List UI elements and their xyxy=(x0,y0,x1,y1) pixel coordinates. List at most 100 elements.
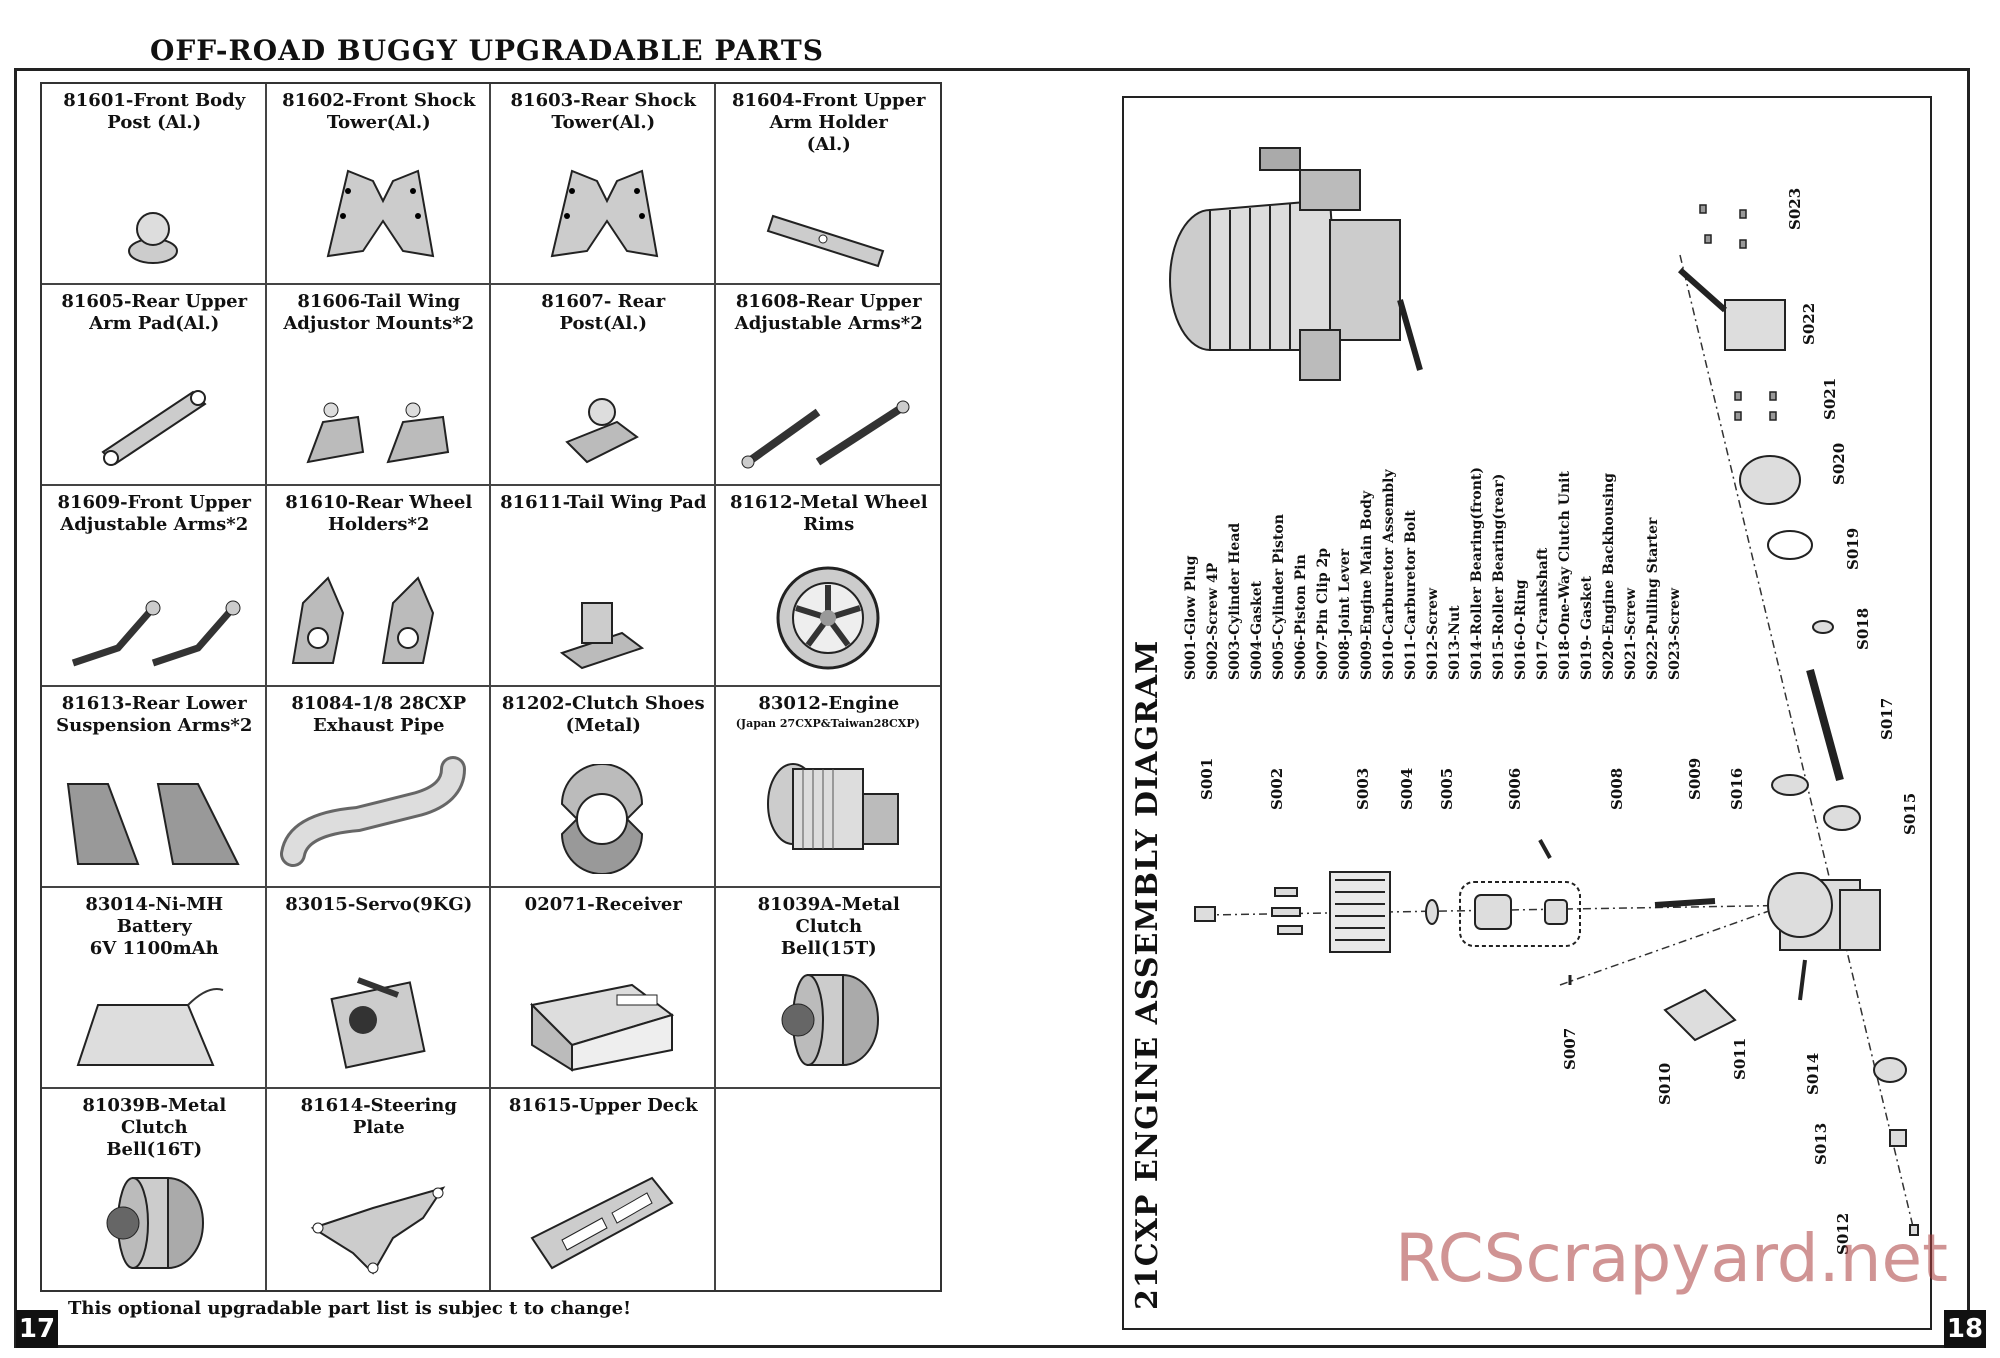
callout-label: S004 xyxy=(1398,768,1416,810)
part-label: 81607- Rear Post(Al.) xyxy=(541,291,666,334)
callout-label: S017 xyxy=(1878,698,1896,740)
legend-item: S003-Cylinder Head xyxy=(1227,522,1243,680)
callout-label: S006 xyxy=(1506,768,1524,810)
part-cell: 81605-Rear Upper Arm Pad(Al.) xyxy=(42,285,267,486)
legend-item: S011-Carburetor Bolt xyxy=(1403,510,1419,680)
legend-item: S019- Gasket xyxy=(1579,575,1595,680)
part-label: 81614-Steering Plate xyxy=(300,1095,457,1138)
page-frame xyxy=(14,68,1970,1348)
part-label: 02071-Receiver xyxy=(524,894,682,915)
part-cell: 81039B-Metal Clutch Bell(16T) xyxy=(42,1089,267,1290)
callout-label: S019 xyxy=(1844,528,1862,570)
callout-label: S011 xyxy=(1731,1038,1749,1080)
callout-label: S014 xyxy=(1804,1053,1822,1095)
part-cell: 81602-Front Shock Tower(Al.) xyxy=(266,84,491,285)
legend-item: S006-Piston Pin xyxy=(1293,554,1309,680)
callout-label: S020 xyxy=(1830,443,1848,485)
callout-label: S008 xyxy=(1608,768,1626,810)
callout-label: S013 xyxy=(1812,1123,1830,1165)
part-label: 81601-Front Body Post (Al.) xyxy=(63,90,246,133)
callout-label: S010 xyxy=(1656,1063,1674,1105)
part-cell: 83015-Servo(9KG) xyxy=(266,888,491,1089)
part-cell: 81612-Metal Wheel Rims xyxy=(715,486,940,687)
part-cell: 81606-Tail Wing Adjustor Mounts*2 xyxy=(266,285,491,486)
part-label: 83012-Engine xyxy=(758,693,900,714)
callout-label: S012 xyxy=(1834,1213,1852,1255)
footnote: This optional upgradable part list is su… xyxy=(68,1298,631,1319)
legend-item: S020-Engine Backhousing xyxy=(1601,472,1617,680)
callout-label: S023 xyxy=(1786,188,1804,230)
diagram-frame xyxy=(1122,96,1932,1330)
part-cell: 81608-Rear Upper Adjustable Arms*2 xyxy=(715,285,940,486)
legend-item: S017-Crankshaft xyxy=(1535,547,1551,680)
part-cell: 81603-Rear Shock Tower(Al.) xyxy=(491,84,716,285)
part-cell: 81615-Upper Deck xyxy=(491,1089,716,1290)
legend-item: S001-Glow Plug xyxy=(1183,555,1199,681)
legend-item: S018-One-Way Clutch Unit xyxy=(1557,471,1573,680)
callout-label: S021 xyxy=(1821,378,1839,420)
part-label: 81615-Upper Deck xyxy=(508,1095,698,1116)
legend-item: S009-Engine Main Body xyxy=(1359,490,1375,680)
legend-item: S004-Gasket xyxy=(1249,580,1265,680)
part-cell: 81202-Clutch Shoes (Metal) xyxy=(491,687,716,888)
callout-label: S007 xyxy=(1561,1028,1579,1070)
legend-list: S001-Glow Plug S002-Screw 4P S003-Cylinder… xyxy=(1180,410,1686,680)
legend-item: S022-Pulling Starter xyxy=(1645,517,1661,680)
part-label: 81611-Tail Wing Pad xyxy=(500,492,707,513)
legend-item: S015-Roller Bearing(rear) xyxy=(1491,473,1507,680)
part-label: 81613-Rear Lower Suspension Arms*2 xyxy=(56,693,253,736)
part-label: 81612-Metal Wheel Rims xyxy=(729,492,928,535)
part-cell: 81604-Front Upper Arm Holder (Al.) xyxy=(715,84,940,285)
part-label: 81604-Front Upper Arm Holder (Al.) xyxy=(731,90,926,155)
parts-legend: S001-Glow Plug S002-Screw 4P S003-Cylinder… xyxy=(1180,410,1683,680)
callout-label: S003 xyxy=(1354,768,1372,810)
callout-label: S005 xyxy=(1438,768,1456,810)
part-cell: 81039A-Metal Clutch Bell(15T) xyxy=(715,888,940,1089)
part-label: 81609-Front Upper Adjustable Arms*2 xyxy=(57,492,252,535)
part-cell: 83014-Ni-MH Battery 6V 1100mAh xyxy=(42,888,267,1089)
part-cell: 81611-Tail Wing Pad xyxy=(491,486,716,687)
part-cell: 02071-Receiver xyxy=(491,888,716,1089)
page-title: OFF-ROAD BUGGY UPGRADABLE PARTS xyxy=(150,34,824,67)
legend-item: S007-Pin Clip 2p xyxy=(1315,547,1331,680)
legend-item: S014-Roller Bearing(front) xyxy=(1469,466,1485,680)
part-label: 81202-Clutch Shoes (Metal) xyxy=(501,693,705,736)
part-label: 83014-Ni-MH Battery 6V 1100mAh xyxy=(85,894,224,959)
part-cell: 83012-Engine (Japan 27CXP&Taiwan28CXP) xyxy=(715,687,940,888)
part-cell: 81601-Front Body Post (Al.) xyxy=(42,84,267,285)
legend-item: S002-Screw 4P xyxy=(1205,562,1221,680)
part-label: 81603-Rear Shock Tower(Al.) xyxy=(510,90,696,133)
part-cell: 81610-Rear Wheel Holders*2 xyxy=(266,486,491,687)
part-label: 81610-Rear Wheel Holders*2 xyxy=(285,492,473,535)
engine-assembled-drawing xyxy=(1169,147,1423,381)
part-label: 81039B-Metal Clutch Bell(16T) xyxy=(82,1095,227,1160)
page-number-left: 17 xyxy=(16,1310,58,1348)
callout-label: S001 xyxy=(1198,758,1216,800)
part-cell: 81613-Rear Lower Suspension Arms*2 xyxy=(42,687,267,888)
legend-item: S013-Nut xyxy=(1447,605,1463,680)
legend-item: S010-Carburetor Assembly xyxy=(1381,469,1397,680)
part-cell: 81609-Front Upper Adjustable Arms*2 xyxy=(42,486,267,687)
legend-item: S016-O-Ring xyxy=(1513,579,1529,680)
part-label: 81039A-Metal Clutch Bell(15T) xyxy=(757,894,900,959)
legend-item: S021-Screw xyxy=(1623,587,1639,680)
watermark: RCScrapyard.net xyxy=(1395,1220,1948,1297)
part-label: 83015-Servo(9KG) xyxy=(285,894,473,915)
legend-item: S012-Screw xyxy=(1425,587,1441,680)
part-cell: 81614-Steering Plate xyxy=(267,1089,491,1290)
callout-label: S009 xyxy=(1686,758,1704,800)
diagram-title-wrap: 21CXP ENGINE ASSEMBLY DIAGRAM xyxy=(1130,639,1190,1310)
callout-label: S022 xyxy=(1800,303,1818,345)
part-label: 81084-1/8 28CXP Exhaust Pipe xyxy=(291,693,467,736)
callout-label: S018 xyxy=(1854,608,1872,650)
part-sublabel: (Japan 27CXP&Taiwan28CXP) xyxy=(735,717,920,730)
legend-item: S008-Joint Lever xyxy=(1337,548,1353,680)
callout-label: S015 xyxy=(1901,793,1919,835)
parts-grid: 81601-Front Body Post (Al.) 81602-Front S… xyxy=(40,82,942,1292)
page-number-right: 18 xyxy=(1944,1310,1986,1348)
diagram-title: 21CXP ENGINE ASSEMBLY DIAGRAM xyxy=(1130,639,1165,1310)
callout-label: S016 xyxy=(1728,768,1746,810)
part-cell: 81084-1/8 28CXP Exhaust Pipe xyxy=(266,687,491,888)
part-cell: 81607- Rear Post(Al.) xyxy=(491,285,716,486)
